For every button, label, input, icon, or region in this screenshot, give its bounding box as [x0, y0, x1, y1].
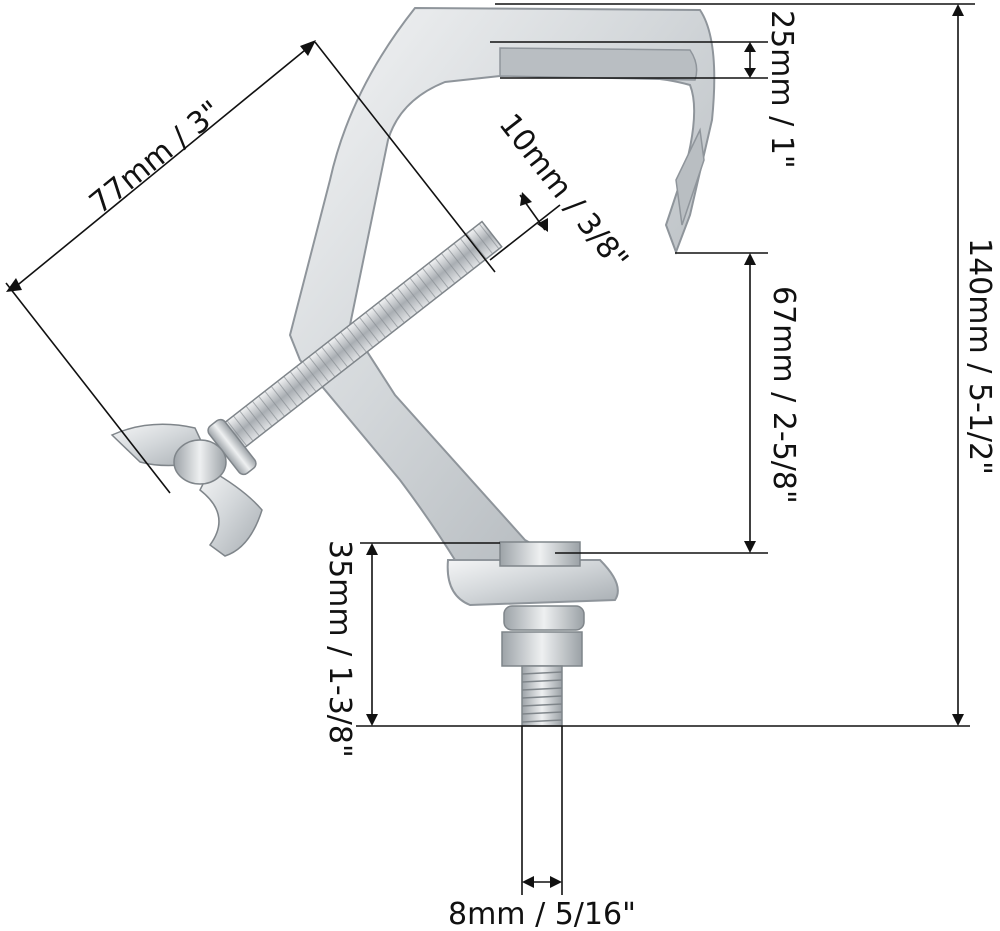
base-height-label: 35mm / 1-3/8"	[322, 540, 357, 758]
upper-nut	[499, 541, 581, 567]
wing-nut	[110, 423, 263, 557]
base-bolt	[499, 541, 585, 727]
arrowheads	[6, 4, 964, 888]
spring-washer	[503, 605, 585, 631]
total-height-label: 140mm / 5-1/2"	[962, 238, 997, 475]
dimension-lines	[5, 3, 975, 895]
clamp-body	[288, 6, 716, 607]
opening-label: 67mm / 2-5/8"	[766, 286, 801, 504]
hook-frame	[288, 6, 716, 561]
screw-diameter-label: 10mm / 3/8"	[492, 107, 635, 277]
base-foot	[446, 559, 619, 607]
reach-label: 77mm / 3"	[83, 94, 228, 221]
jaw-teeth	[499, 47, 698, 81]
lower-nut	[501, 631, 583, 667]
bolt-diameter-label: 8mm / 5/16"	[448, 897, 636, 931]
jaw-depth-label: 25mm / 1"	[764, 10, 799, 169]
clamp-screw	[110, 220, 503, 557]
